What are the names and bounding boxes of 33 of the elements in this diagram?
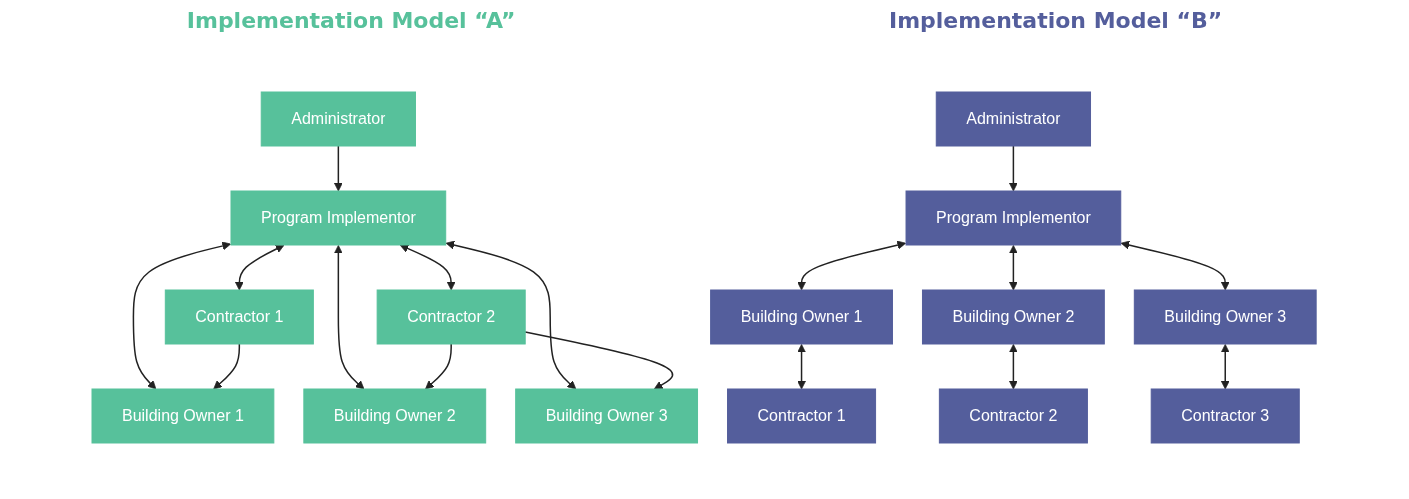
node-box: Building Owner 2: [922, 289, 1106, 345]
arrow: [1009, 245, 1019, 291]
node-box: Contractor 3: [1151, 388, 1301, 444]
arrow: [235, 244, 285, 291]
arrow: [797, 344, 807, 390]
arrow: [133, 241, 232, 390]
arrow: [400, 244, 456, 291]
panel-heading: Implementation Model “B”: [888, 7, 1223, 33]
node-box: Building Owner 3: [515, 388, 699, 444]
node-box: Building Owner 1: [710, 289, 894, 345]
arrow: [334, 145, 344, 192]
arrow: [1009, 145, 1019, 192]
node-box: Contractor 1: [165, 289, 315, 345]
node-box: Administrator: [261, 91, 417, 147]
arrow: [1009, 344, 1019, 390]
arrow: [425, 343, 453, 390]
node-box: Contractor 1: [727, 388, 877, 444]
arrow: [334, 245, 365, 390]
node-box: Program Implementor: [905, 190, 1122, 246]
node-box: Contractor 2: [939, 388, 1089, 444]
node-box: Administrator: [936, 91, 1092, 147]
panel-heading: Implementation Model “A”: [186, 7, 516, 33]
node-box: Building Owner 3: [1134, 289, 1318, 345]
arrow: [446, 240, 577, 390]
arrow: [797, 240, 907, 291]
node-box: Building Owner 1: [91, 388, 275, 444]
arrow: [524, 331, 674, 390]
node-box: Building Owner 2: [303, 388, 487, 444]
arrow: [213, 343, 241, 390]
arrow: [1121, 240, 1231, 291]
node-box: Program Implementor: [230, 190, 447, 246]
node-box: Contractor 2: [377, 289, 527, 345]
arrow: [1221, 344, 1231, 390]
